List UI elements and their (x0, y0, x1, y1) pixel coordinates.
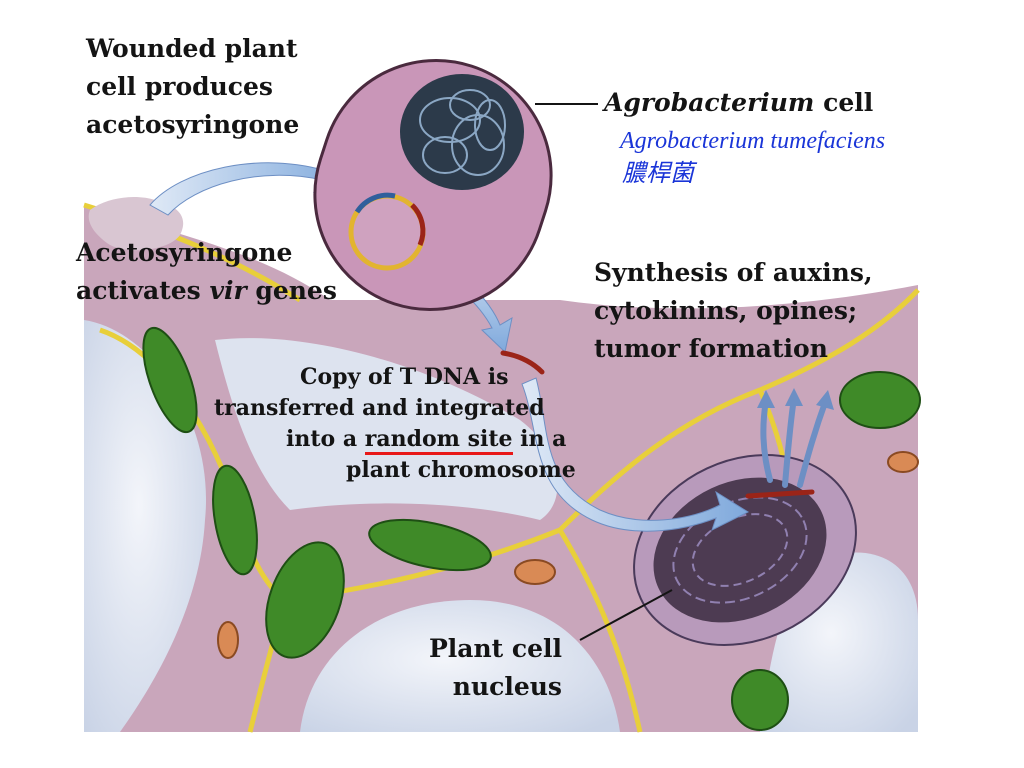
vacuole-center (215, 338, 558, 520)
label-line: Acetosyringone (76, 238, 293, 267)
label-line: transferred and integrated (214, 395, 545, 421)
vir-segment (410, 203, 426, 246)
chloroplast (839, 371, 921, 429)
label-wounded-cell: Wounded plant cell produces acetosyringo… (86, 30, 299, 144)
label-line: in a (512, 426, 567, 452)
tdna-segment (354, 192, 396, 214)
label-random-site: random site (364, 426, 513, 455)
label-agro-rest: cell (814, 88, 874, 117)
label-agrobacterium-cell: Agrobacterium cell (604, 84, 873, 122)
label-line: Synthesis of auxins, (594, 258, 873, 287)
chloroplast (368, 518, 492, 572)
chloroplast (142, 326, 198, 434)
chloroplast (265, 541, 345, 659)
agrobacterium-cell (313, 58, 553, 312)
mitochondrion (887, 451, 919, 473)
label-vir-italic: vir (209, 276, 247, 305)
integrated-tdna (745, 489, 815, 499)
label-plant-nucleus: Plant cell nucleus (424, 630, 562, 706)
label-tdna-transfer: Copy of T DNA is transferred and integra… (214, 362, 576, 486)
label-line: tumor formation (594, 334, 828, 363)
label-line: nucleus (452, 672, 562, 701)
label-line: cell produces (86, 72, 274, 101)
chloroplast (212, 464, 258, 576)
species-chinese: 膿桿菌 (622, 161, 694, 187)
label-line: cytokinins, opines; (594, 296, 858, 325)
label-agro-italic: Agrobacterium (604, 88, 815, 117)
label-line: genes (246, 276, 337, 305)
mitochondrion (217, 621, 239, 659)
label-line: into a (286, 426, 365, 452)
vacuole-bottom (300, 600, 620, 732)
species-name: Agrobacterium tumefaciens (620, 128, 886, 154)
label-line: activates (76, 276, 210, 305)
arrow-tdna-to-nucleus (521, 377, 750, 532)
label-line: Plant cell (428, 634, 562, 663)
label-line: plant chromosome (346, 457, 576, 483)
label-acetosyringone: Acetosyringone activates vir genes (76, 234, 337, 310)
leader-nucleus (579, 589, 673, 641)
arrowheads-synthesis (757, 388, 834, 410)
label-synthesis: Synthesis of auxins, cytokinins, opines;… (594, 254, 873, 368)
tdna-copy (500, 350, 545, 375)
chloroplast (731, 669, 789, 731)
mitochondrion (514, 559, 556, 585)
chloroplasts (142, 326, 921, 731)
label-line: acetosyringone (86, 110, 300, 139)
label-line: Copy of T DNA is (300, 364, 509, 390)
label-line: Wounded plant (86, 34, 298, 63)
chromosome-loops (419, 89, 506, 176)
